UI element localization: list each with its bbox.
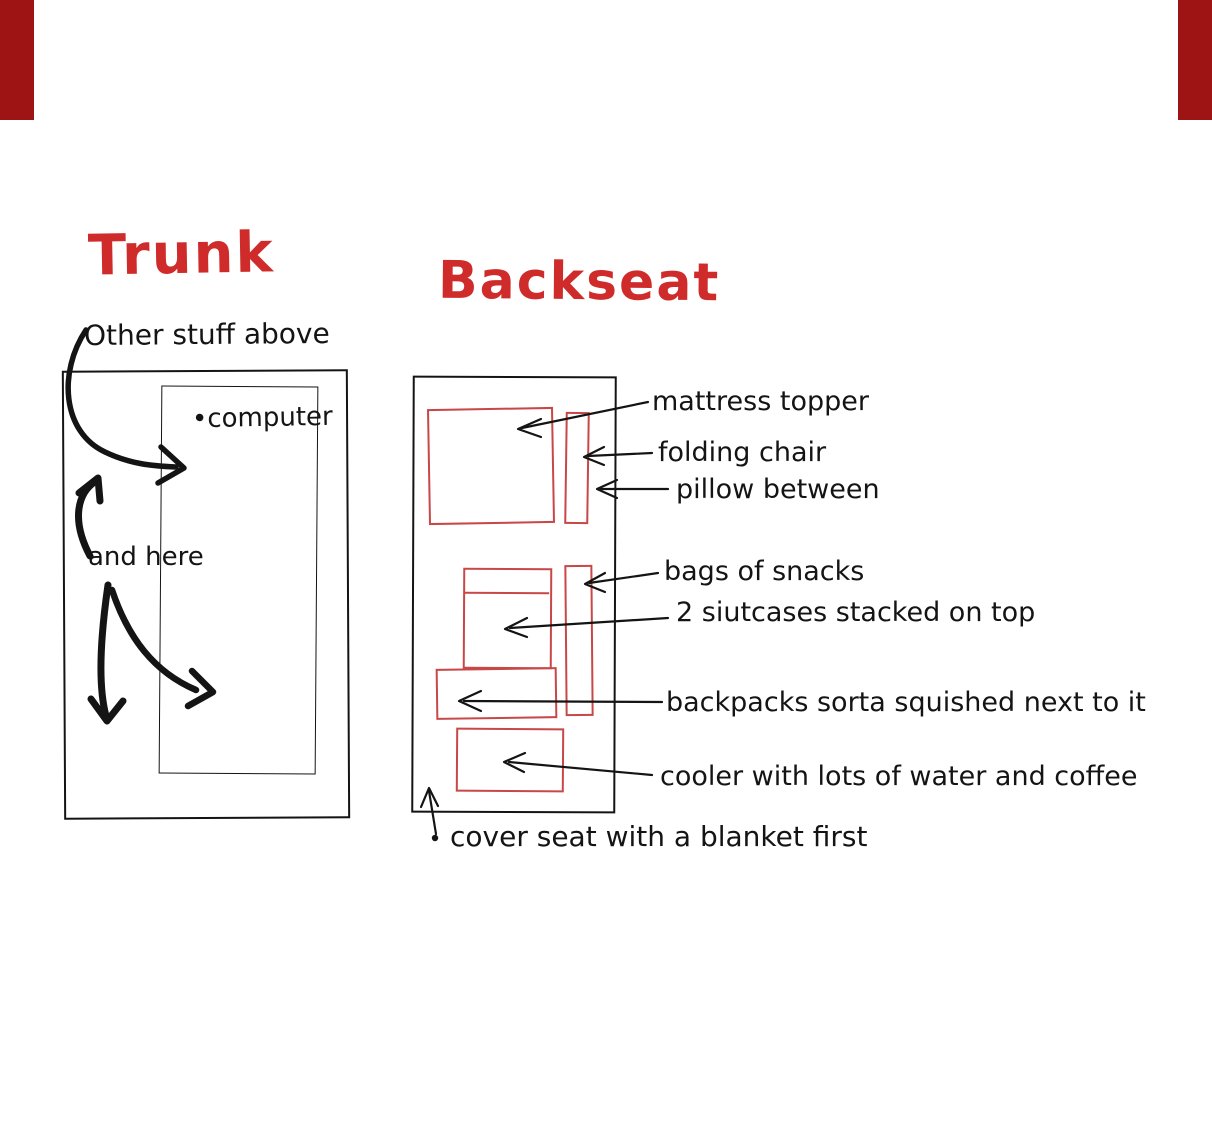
trunk-title: Trunk bbox=[87, 220, 276, 289]
label-pillow-between: pillow between bbox=[676, 474, 880, 505]
label-cover-seat-blanket: cover seat with a blanket first bbox=[450, 820, 868, 853]
label-folding-chair: folding chair bbox=[658, 437, 827, 468]
cooler-box bbox=[455, 727, 565, 793]
corner-bar-right bbox=[1178, 0, 1212, 120]
backpacks-box bbox=[435, 667, 558, 720]
label-mattress-topper: mattress topper bbox=[652, 386, 869, 417]
suitcase-divider-line bbox=[464, 591, 550, 595]
label-backpacks: backpacks sorta squished next to it bbox=[666, 687, 1146, 718]
label-cooler: cooler with lots of water and coffee bbox=[660, 761, 1138, 792]
trunk-inner-box bbox=[158, 385, 319, 775]
corner-bar-left bbox=[0, 0, 34, 120]
backseat-title: Backseat bbox=[437, 250, 721, 314]
computer-label: •computer bbox=[191, 401, 333, 435]
label-suitcases: 2 siutcases stacked on top bbox=[676, 597, 1036, 628]
suitcases-box bbox=[462, 567, 553, 670]
trunk-note-other-stuff: Other stuff above bbox=[83, 316, 330, 353]
mattress-topper-box bbox=[426, 406, 556, 526]
label-bags-of-snacks: bags of snacks bbox=[664, 556, 865, 587]
folding-chair-box bbox=[564, 411, 590, 525]
snacks-box bbox=[564, 564, 594, 717]
and-here-label: and here bbox=[88, 542, 204, 572]
